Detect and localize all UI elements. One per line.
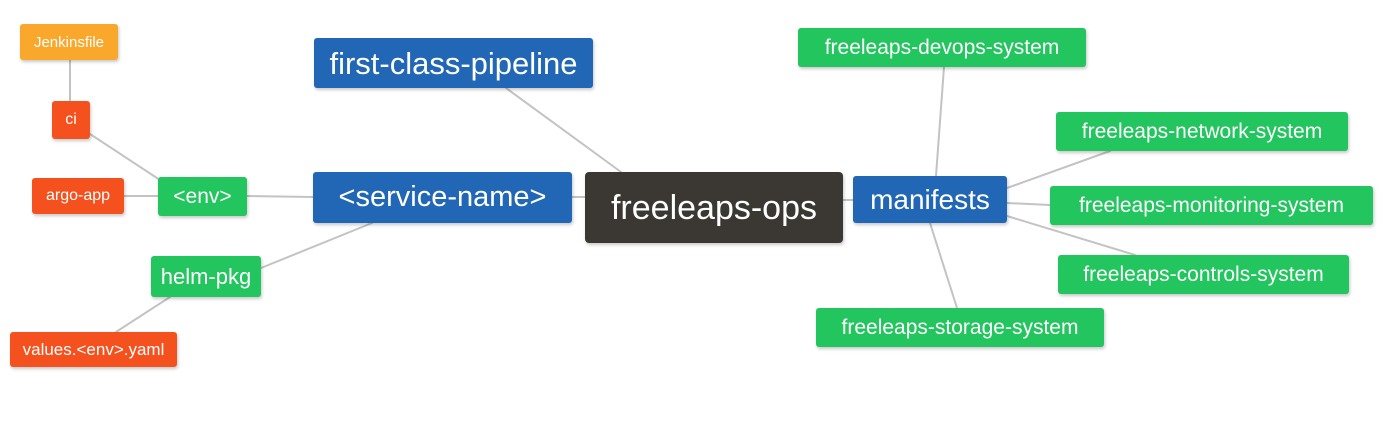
node-freeleaps-network-system[interactable]: freeleaps-network-system — [1056, 112, 1348, 151]
node-freeleaps-ops[interactable]: freeleaps-ops — [585, 172, 843, 243]
node-manifests[interactable]: manifests — [853, 176, 1007, 223]
node-ci[interactable]: ci — [52, 101, 90, 139]
edge-manifests-monitoring — [1006, 202, 1051, 206]
node-values-yaml[interactable]: values.<env>.yaml — [10, 332, 177, 367]
edge-ci-env — [89, 133, 161, 181]
edge-helm-pkg-service-name — [260, 222, 373, 269]
node-helm-pkg[interactable]: helm-pkg — [151, 256, 261, 297]
edge-manifests-network — [1006, 150, 1111, 189]
edge-env-service-name — [246, 195, 314, 198]
node-argo-app[interactable]: argo-app — [32, 178, 124, 214]
node-jenkinsfile[interactable]: Jenkinsfile — [20, 24, 118, 60]
edge-pipeline-root — [505, 87, 622, 173]
edge-manifests-storage — [929, 222, 958, 309]
edge-manifests-devops — [935, 66, 945, 177]
node-freeleaps-storage-system[interactable]: freeleaps-storage-system — [816, 308, 1104, 347]
node-first-class-pipeline[interactable]: first-class-pipeline — [314, 38, 593, 88]
node-freeleaps-monitoring-system[interactable]: freeleaps-monitoring-system — [1050, 186, 1373, 225]
node-freeleaps-devops-system[interactable]: freeleaps-devops-system — [798, 28, 1086, 67]
node-service-name[interactable]: <service-name> — [313, 172, 572, 223]
node-freeleaps-controls-system[interactable]: freeleaps-controls-system — [1058, 255, 1349, 294]
edge-values-helm-pkg — [115, 296, 171, 333]
node-env[interactable]: <env> — [158, 177, 247, 216]
